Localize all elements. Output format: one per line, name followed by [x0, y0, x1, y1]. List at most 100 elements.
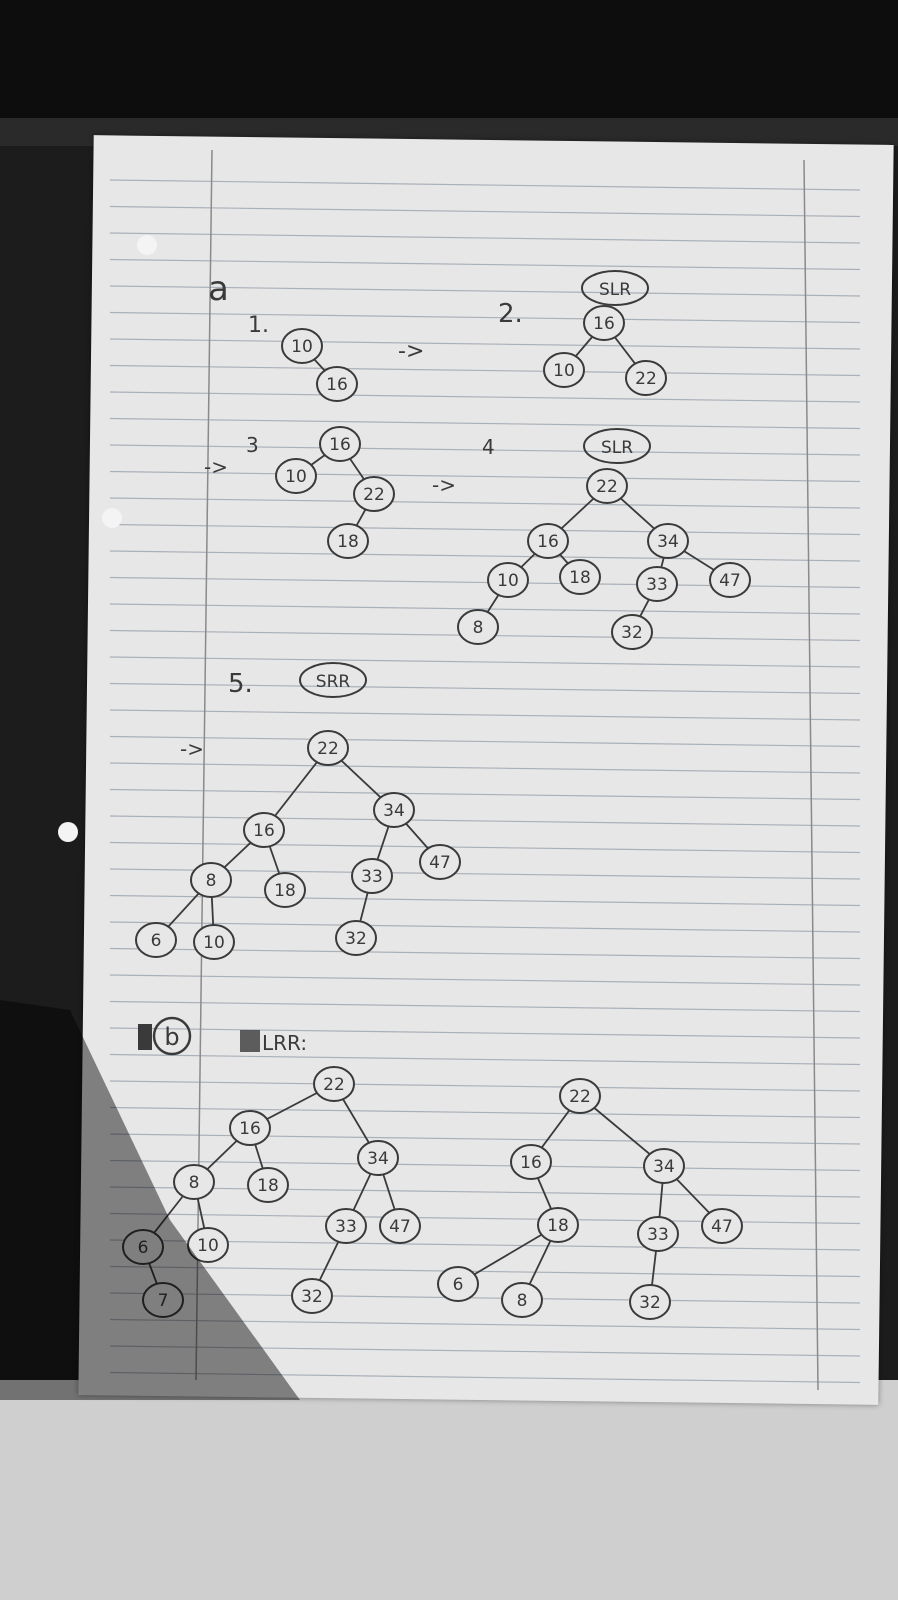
ruled-line: [109, 894, 861, 907]
node-value: 10: [553, 361, 575, 381]
ruled-line: [109, 364, 861, 377]
laptop-background: [0, 0, 898, 140]
node-circle: [586, 468, 628, 504]
punch-hole: [102, 508, 122, 528]
ruled-line: [109, 1186, 861, 1198]
node-value: 8: [517, 1291, 528, 1311]
node-value: 22: [363, 485, 385, 505]
node-value: 22: [569, 1087, 591, 1107]
node-circle: [173, 1164, 215, 1200]
ruled-line: [109, 841, 861, 854]
ruled-lines: [109, 179, 861, 1384]
tree-node: 10: [543, 352, 585, 388]
node-circle: [307, 730, 349, 766]
tree-node: 22: [313, 1066, 355, 1102]
node-circle: [527, 523, 569, 559]
node-circle: [636, 566, 678, 602]
node-circle: [193, 924, 235, 960]
ruled-line: [109, 735, 861, 748]
node-circle: [701, 1208, 743, 1244]
node-circle: [325, 1208, 367, 1244]
node-circle: [247, 1167, 289, 1203]
tree-node: 16: [319, 426, 361, 462]
node-value: 10: [203, 933, 225, 953]
tree-node: 22: [307, 730, 349, 766]
tree-node: 6: [437, 1266, 479, 1302]
node-circle: [559, 559, 601, 595]
node-value: 10: [197, 1236, 219, 1256]
node-value: 32: [345, 929, 367, 949]
tree-node: 47: [379, 1208, 421, 1244]
node-value: 47: [719, 571, 741, 591]
step-5-number: 5.: [228, 669, 253, 699]
ruled-line: [109, 762, 861, 774]
node-circle: [319, 426, 361, 462]
node-value: 18: [337, 532, 359, 552]
ruled-line: [109, 1265, 861, 1278]
node-value: 16: [253, 821, 275, 841]
tree-node: 18: [559, 559, 601, 595]
tree-node: 22: [625, 360, 667, 396]
tree-node: 18: [247, 1167, 289, 1203]
node-value: 18: [547, 1216, 569, 1236]
node-value: 32: [639, 1293, 661, 1313]
node-value: 47: [429, 853, 451, 873]
node-circle: [281, 328, 323, 364]
ruled-line: [109, 974, 861, 986]
punch-hole: [58, 822, 78, 842]
node-value: 32: [301, 1287, 323, 1307]
node-value: 47: [711, 1217, 733, 1237]
tree-node: 16: [243, 812, 285, 848]
ruled-line: [109, 1027, 861, 1039]
tree-node: 33: [637, 1216, 679, 1252]
node-value: 22: [323, 1075, 345, 1095]
node-circle: [229, 1110, 271, 1146]
node-value: 34: [367, 1149, 389, 1169]
tree-node: 33: [351, 858, 393, 894]
tree-node: 18: [264, 872, 306, 908]
hand-shadow: [0, 1000, 300, 1400]
tree-node: 22: [353, 476, 395, 512]
node-circle: [543, 352, 585, 388]
node-circle: [373, 792, 415, 828]
tree-node: 8: [173, 1164, 215, 1200]
tree-node: 34: [647, 523, 689, 559]
step-2-number: 2.: [498, 299, 523, 329]
ruled-line: [109, 1292, 861, 1304]
node-value: 16: [537, 532, 559, 552]
tree-node: 32: [611, 614, 653, 650]
tree-node: 16: [316, 366, 358, 402]
node-circle: [643, 1148, 685, 1184]
tree-node: 34: [373, 792, 415, 828]
fabric-background: [0, 1380, 898, 1600]
node-circle: [537, 1207, 579, 1243]
node-circle: [510, 1144, 552, 1180]
node-value: 18: [569, 568, 591, 588]
tree-node: 22: [559, 1078, 601, 1114]
tree-node: 33: [636, 566, 678, 602]
ruled-line: [109, 947, 861, 960]
node-value: 34: [383, 801, 405, 821]
node-value: 16: [239, 1119, 261, 1139]
ruled-line: [109, 656, 861, 668]
node-circle: [457, 609, 499, 645]
step-2-rotation: SLR: [599, 280, 631, 300]
ruled-line: [109, 868, 861, 880]
node-value: 10: [497, 571, 519, 591]
node-circle: [353, 476, 395, 512]
node-value: 33: [335, 1217, 357, 1237]
node-circle: [135, 922, 177, 958]
tree-node: 7: [142, 1282, 184, 1318]
node-circle: [559, 1078, 601, 1114]
ruled-line: [109, 232, 861, 244]
ruled-line: [109, 709, 861, 721]
part-b-marker: [152, 1016, 192, 1056]
rotation-badge: [581, 270, 649, 306]
tree-node: 16: [583, 305, 625, 341]
tree-node: 10: [193, 924, 235, 960]
tree-node: 10: [487, 562, 529, 598]
tree-node: 18: [537, 1207, 579, 1243]
node-value: 16: [593, 314, 615, 334]
step-3-arrow-out: ->: [432, 473, 456, 497]
ruled-line: [109, 815, 861, 827]
